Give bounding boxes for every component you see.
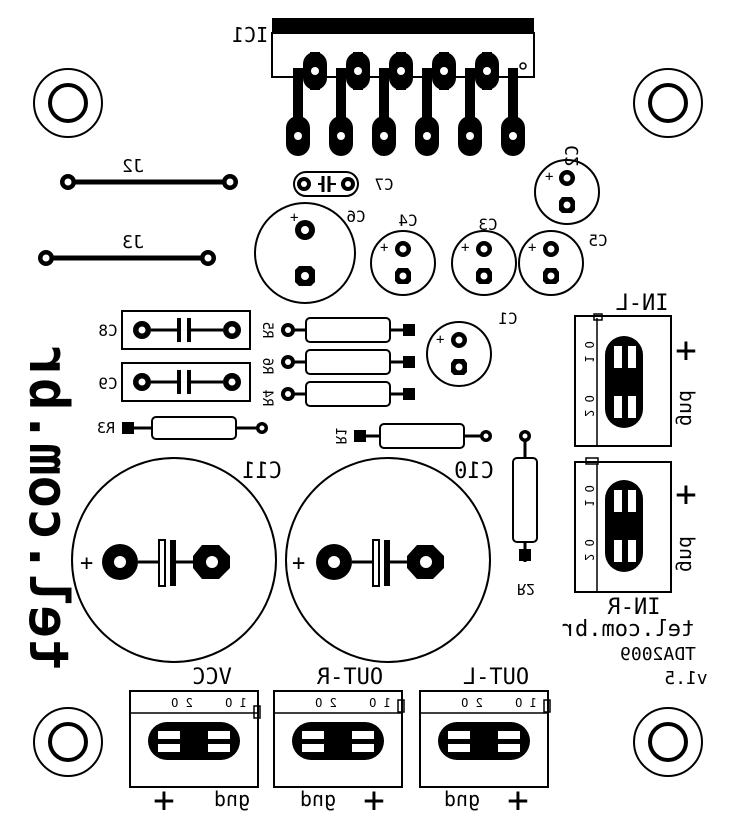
version-label: v1.5	[664, 668, 707, 689]
r3-label: R3	[97, 419, 115, 437]
ic1-footprint	[271, 18, 535, 156]
in-l-gnd: gnd	[675, 390, 699, 426]
c4-plus: +	[380, 240, 388, 256]
resistor-r6	[281, 349, 415, 375]
mounting-hole-top-left	[33, 68, 103, 138]
in-r-label: IN-R	[607, 595, 661, 620]
in-l-label: IN-L	[616, 291, 669, 316]
in-l-pin2: 2 O	[582, 395, 596, 417]
r5-label: R5	[259, 322, 275, 339]
resistor-r3	[122, 416, 268, 440]
out-r-pin1: 1 O	[369, 696, 391, 710]
resistor-r4	[281, 381, 415, 407]
capacitor-c11	[71, 457, 277, 663]
out-l-gnd: gnd	[444, 787, 480, 811]
vcc-label: VCC	[192, 665, 232, 690]
project-label: TDA2009	[620, 644, 696, 665]
c6-plus: +	[290, 210, 298, 226]
mounting-hole-bottom-right	[633, 707, 703, 777]
resistor-r2	[512, 430, 538, 562]
capacitor-c2	[534, 159, 600, 225]
connector-vcc	[129, 690, 261, 788]
mounting-hole-top-right	[633, 68, 703, 138]
c2-plus: +	[545, 169, 553, 185]
c9-label: C9	[98, 374, 117, 393]
out-r-gnd: gnd	[300, 787, 336, 811]
out-l-pin2: 2 O	[461, 696, 483, 710]
vcc-plus: +	[153, 780, 175, 821]
c3-label: C3	[478, 215, 497, 234]
jumper-j2	[60, 174, 238, 190]
connector-in-l	[574, 313, 672, 447]
out-r-plus: +	[363, 780, 385, 821]
brand-vertical: tel.com.br	[17, 345, 80, 670]
j3-label: J3	[122, 232, 144, 253]
c3-plus: +	[461, 240, 469, 256]
capacitor-c6	[254, 202, 356, 304]
in-l-pin1: 1 O	[582, 341, 596, 363]
capacitor-c4	[370, 230, 436, 296]
capacitor-c1	[426, 321, 492, 387]
j2-label: J2	[122, 156, 144, 177]
jumper-j3	[38, 250, 216, 266]
c7-label: C7	[374, 175, 393, 194]
in-l-plus: +	[675, 330, 697, 371]
vcc-pin1: 1 O	[225, 696, 247, 710]
c6-label: C6	[346, 207, 365, 226]
c10-plus: +	[292, 551, 305, 576]
c4-label: C4	[398, 211, 417, 230]
c5-label: C5	[588, 231, 607, 250]
r6-label: R6	[259, 358, 275, 375]
c11-plus: +	[80, 551, 93, 576]
capacitor-c7	[293, 171, 359, 197]
connector-in-r	[574, 457, 672, 593]
out-l-plus: +	[507, 780, 529, 821]
capacitor-c5	[518, 230, 584, 296]
in-r-pin2: 2 O	[582, 539, 596, 561]
connector-out-l	[419, 690, 551, 788]
out-r-pin2: 2 O	[315, 696, 337, 710]
capacitor-c9	[121, 362, 251, 402]
brand-footer: tel.com.br	[562, 617, 694, 642]
resistor-r5	[281, 317, 415, 343]
r2-label: R2	[517, 580, 535, 598]
ic1-label: IC1	[232, 23, 268, 47]
c2-label: C2	[562, 145, 583, 167]
resistor-r1	[354, 423, 492, 449]
in-r-plus: +	[675, 474, 697, 515]
r1-label: R1	[332, 428, 348, 445]
r4-label: R4	[259, 390, 275, 407]
capacitor-c3	[451, 230, 517, 296]
connector-out-r	[273, 690, 405, 788]
c5-plus: +	[528, 240, 536, 256]
c10-label: C10	[454, 459, 494, 484]
capacitor-c8	[121, 310, 251, 350]
out-r-label: OUT-R	[316, 665, 383, 690]
c1-label: C1	[498, 309, 517, 328]
in-r-pin1: 1 O	[582, 485, 596, 507]
out-l-label: OUT-L	[463, 665, 529, 690]
vcc-pin2: 2 O	[171, 696, 193, 710]
mounting-hole-bottom-left	[33, 707, 103, 777]
vcc-gnd: gnd	[214, 787, 250, 811]
c8-label: C8	[98, 321, 117, 340]
out-l-pin1: 1 O	[515, 696, 537, 710]
c11-label: C11	[242, 459, 282, 484]
in-r-gnd: gnd	[675, 536, 699, 572]
capacitor-c10	[285, 457, 491, 663]
c1-plus: +	[436, 332, 444, 348]
